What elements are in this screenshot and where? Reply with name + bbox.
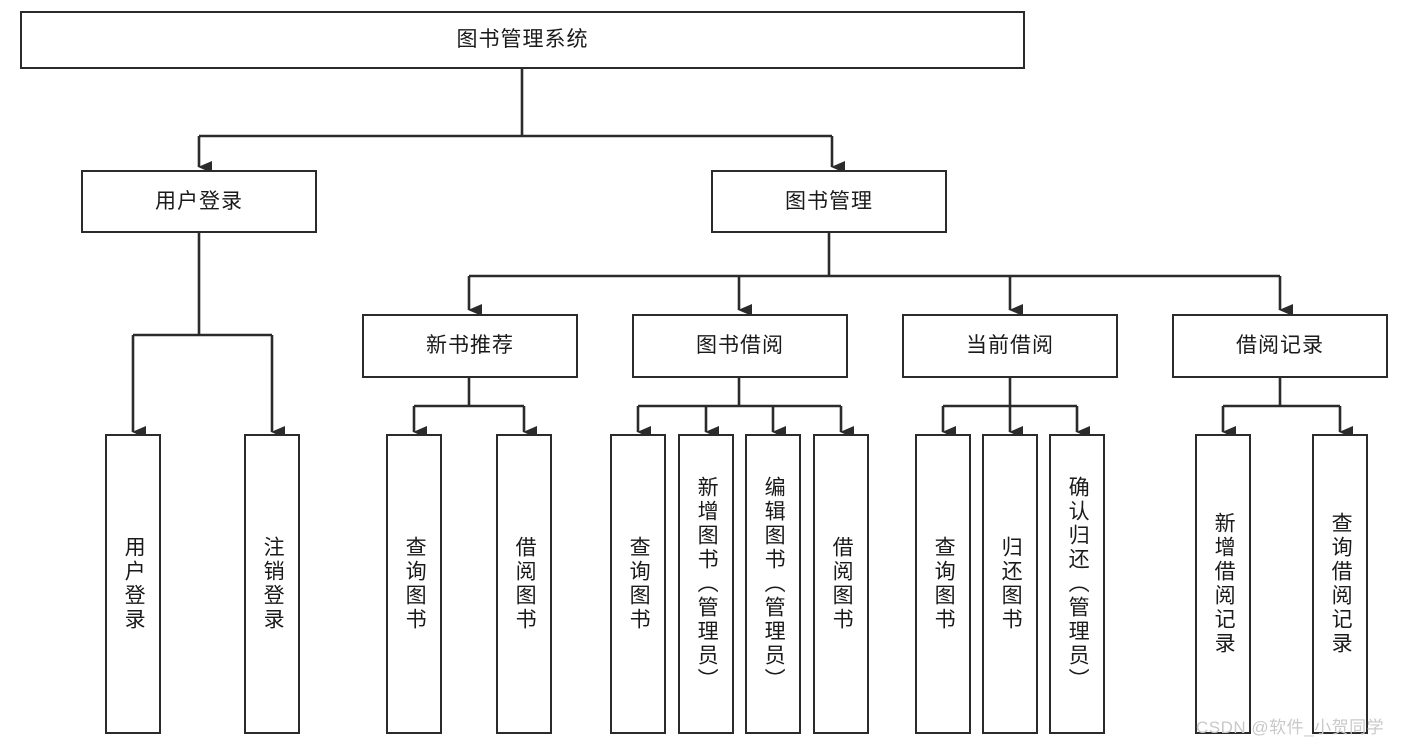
leaf-add-record[interactable]: 新增借阅记录	[1195, 434, 1251, 734]
node-borrow-record[interactable]: 借阅记录	[1172, 314, 1388, 378]
leaf-return-book[interactable]: 归还图书	[982, 434, 1038, 734]
leaf-borrow-book-1[interactable]: 借阅图书	[496, 434, 552, 734]
leaf-borrow-book-2[interactable]: 借阅图书	[813, 434, 869, 734]
leaf-query-book-1[interactable]: 查询图书	[386, 434, 442, 734]
leaf-confirm-return[interactable]: 确认归还（管理员）	[1049, 434, 1105, 734]
node-user-login[interactable]: 用户登录	[81, 170, 317, 233]
leaf-edit-book[interactable]: 编辑图书（管理员）	[745, 434, 801, 734]
leaf-add-book[interactable]: 新增图书（管理员）	[678, 434, 734, 734]
leaf-logout[interactable]: 注销登录	[244, 434, 300, 734]
leaf-query-book-3[interactable]: 查询图书	[915, 434, 971, 734]
node-new-book-rec[interactable]: 新书推荐	[362, 314, 578, 378]
node-book-borrow[interactable]: 图书借阅	[632, 314, 848, 378]
leaf-query-book-2[interactable]: 查询图书	[610, 434, 666, 734]
node-current-borrow[interactable]: 当前借阅	[902, 314, 1118, 378]
node-book-manage[interactable]: 图书管理	[711, 170, 947, 233]
node-root[interactable]: 图书管理系统	[20, 11, 1025, 69]
leaf-user-login[interactable]: 用户登录	[105, 434, 161, 734]
leaf-query-record[interactable]: 查询借阅记录	[1312, 434, 1368, 734]
